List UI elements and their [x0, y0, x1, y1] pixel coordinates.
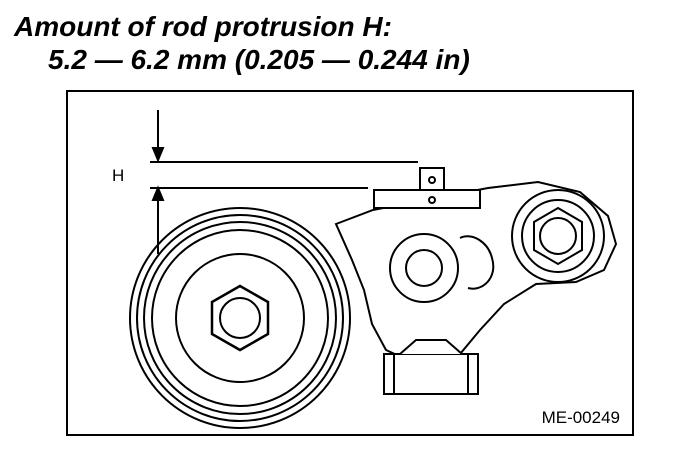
dimension-h [150, 110, 418, 254]
idler-pulley [129, 207, 351, 429]
figure-code: ME-00249 [541, 408, 620, 427]
rod-housing [373, 167, 481, 209]
lower-cylinder [383, 339, 479, 395]
tensioner-drawing [129, 110, 618, 429]
spec-value: 5.2 — 6.2 mm (0.205 — 0.244 in) [48, 44, 470, 75]
spec-heading: Amount of rod protrusion H: 5.2 — 6.2 mm… [14, 10, 470, 76]
diagram-frame: H ME-00249 [66, 90, 634, 436]
tensioner-arm [334, 180, 618, 362]
spec-title: Amount of rod protrusion H: [14, 11, 392, 42]
dimension-label: H [112, 166, 125, 185]
